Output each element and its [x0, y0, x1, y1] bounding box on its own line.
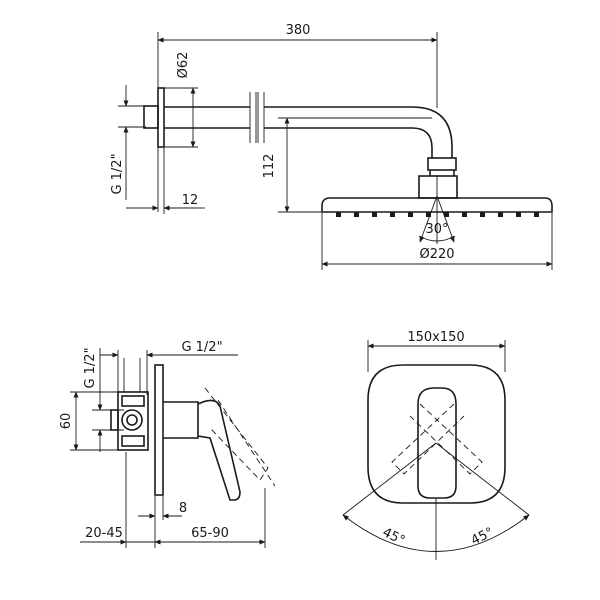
dimension-wall-depth: 12: [126, 148, 205, 214]
wall-depth-label: 12: [182, 193, 199, 208]
dimension-projection: 65-90: [154, 488, 266, 548]
rotation-left-label: 45°: [380, 525, 407, 549]
mixer-handle-side: [154, 364, 276, 501]
dimension-thread-top: G 1/2": [110, 85, 146, 200]
spray-nozzles: [336, 212, 539, 217]
dimension-arm-length: 380: [157, 23, 438, 212]
handle-front: [391, 387, 483, 499]
shower-head-view: 380 Ø62 G 1/2" 12: [110, 23, 553, 270]
thread-side-vertical-label: G 1/2": [83, 347, 98, 388]
dimension-thread-side-top: G 1/2": [100, 340, 238, 395]
dimension-head-diameter: Ø220: [321, 213, 553, 270]
projection-label: 65-90: [191, 526, 229, 541]
body-height-label: 60: [59, 413, 74, 430]
dimension-plate-size: 150x150: [367, 330, 506, 372]
dimension-drop-height: 112: [262, 117, 432, 213]
cover-plate: [367, 364, 506, 504]
dimension-install-depth: 20-45: [80, 452, 155, 548]
valve-body: [110, 358, 149, 451]
shower-arm: [164, 92, 458, 199]
install-depth-label: 20-45: [85, 526, 123, 541]
dimension-plate-gap: 8: [138, 496, 187, 548]
arm-length-label: 380: [286, 23, 311, 38]
thread-side-top-label: G 1/2": [181, 340, 222, 355]
rotation-arc: 45° 45°: [342, 442, 530, 560]
spray-angle-label: 30°: [425, 222, 448, 237]
flange-diameter-label: Ø62: [176, 52, 191, 79]
dimension-body-height: 60: [59, 391, 118, 451]
rotation-right-label: 45°: [469, 525, 496, 549]
spray-angle: 30°: [418, 175, 456, 244]
mixer-side-view: G 1/2" G 1/2" 60: [59, 340, 276, 548]
drop-height-label: 112: [262, 154, 277, 179]
shower-head-plate: [321, 197, 553, 217]
head-diameter-label: Ø220: [419, 247, 454, 262]
wall-connector: [143, 87, 165, 148]
plate-size-label: 150x150: [407, 330, 464, 345]
dimension-flange-diameter: Ø62: [164, 52, 198, 148]
plate-gap-label: 8: [179, 501, 187, 516]
thread-top-label: G 1/2": [110, 153, 125, 194]
mixer-front-view: 150x150 45° 45°: [342, 330, 530, 560]
